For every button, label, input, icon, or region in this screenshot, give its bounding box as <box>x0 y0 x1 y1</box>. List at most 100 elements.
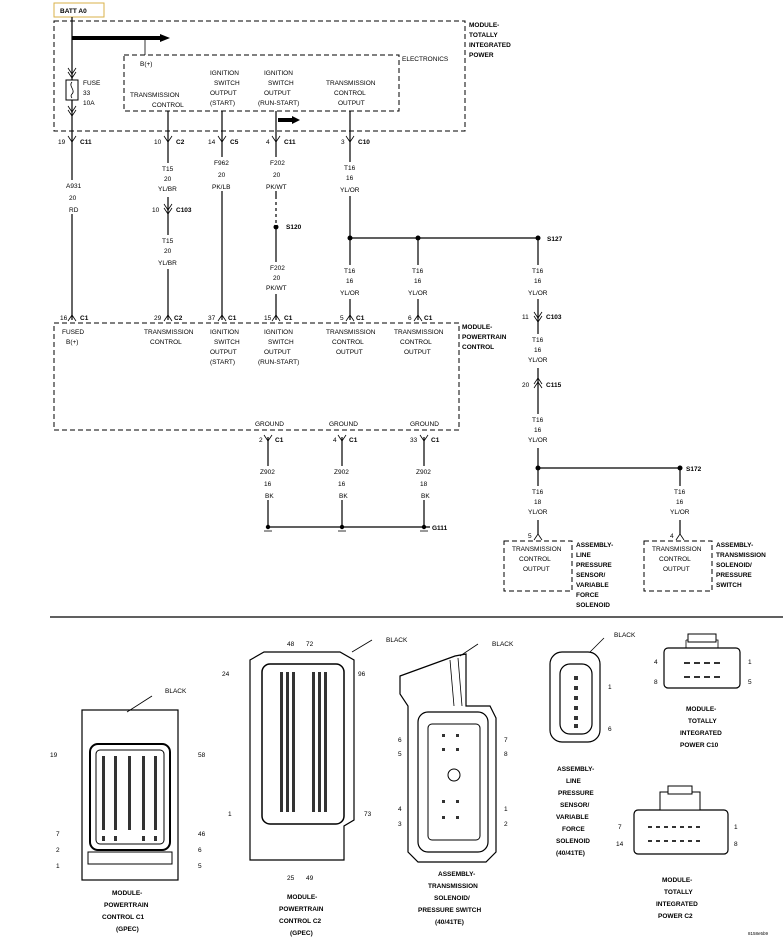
svg-text:YL/BR: YL/BR <box>158 260 177 267</box>
svg-text:(RUN-START): (RUN-START) <box>258 100 299 107</box>
svg-text:VARIABLE: VARIABLE <box>556 814 589 821</box>
svg-text:SOLENOID/: SOLENOID/ <box>434 895 470 902</box>
svg-text:BK: BK <box>339 493 348 500</box>
svg-text:T16: T16 <box>674 489 686 496</box>
svg-text:GROUND: GROUND <box>255 421 284 428</box>
svg-text:14: 14 <box>208 139 216 146</box>
c103b-conn: C103 <box>546 314 562 321</box>
svg-text:PRESSURE: PRESSURE <box>576 562 612 569</box>
svg-text:(START): (START) <box>210 359 235 366</box>
svg-text:SWITCH: SWITCH <box>268 339 294 346</box>
svg-text:POWERTRAIN: POWERTRAIN <box>279 906 324 913</box>
svg-text:1: 1 <box>608 684 612 691</box>
connector-tip-c2-view <box>633 785 729 855</box>
svg-text:16: 16 <box>338 481 346 488</box>
svg-text:C2: C2 <box>174 315 183 322</box>
svg-text:16: 16 <box>346 175 354 182</box>
svg-text:20: 20 <box>218 172 226 179</box>
svg-text:TOTALLY: TOTALLY <box>469 32 498 39</box>
svg-text:SWITCH: SWITCH <box>268 80 294 87</box>
svg-text:F962: F962 <box>214 160 229 167</box>
svg-text:B(+): B(+) <box>66 339 78 346</box>
svg-text:TRANSMISSION: TRANSMISSION <box>130 92 180 99</box>
svg-text:CONTROL: CONTROL <box>400 339 432 346</box>
connector-c2-view <box>249 639 373 861</box>
svg-text:SOLENOID: SOLENOID <box>556 838 590 845</box>
svg-text:46: 46 <box>198 831 206 838</box>
svg-text:T16: T16 <box>532 337 544 344</box>
svg-text:C1: C1 <box>80 315 89 322</box>
svg-text:PK/WT: PK/WT <box>266 184 287 191</box>
svg-text:10: 10 <box>154 139 162 146</box>
c2-color: BLACK <box>386 637 408 644</box>
pcm-name: MODULE- POWERTRAIN CONTROL <box>462 324 507 351</box>
svg-text:37: 37 <box>208 315 216 322</box>
svg-text:CONTROL: CONTROL <box>462 344 494 351</box>
svg-text:33: 33 <box>410 437 418 444</box>
fuse-icon <box>65 79 79 101</box>
sol-name: ASSEMBLY- TRANSMISSION SOLENOID/ PRESSUR… <box>418 871 482 926</box>
svg-text:CONTROL: CONTROL <box>150 339 182 346</box>
svg-text:C5: C5 <box>230 139 239 146</box>
tip-bplus-label: B(+) <box>140 61 152 68</box>
svg-text:Z902: Z902 <box>260 469 275 476</box>
svg-text:C2: C2 <box>176 139 185 146</box>
svg-text:4: 4 <box>398 806 402 813</box>
svg-text:OUTPUT: OUTPUT <box>210 349 237 356</box>
svg-text:1: 1 <box>504 806 508 813</box>
svg-text:(RUN-START): (RUN-START) <box>258 359 299 366</box>
connector-c10-view <box>663 633 741 689</box>
svg-text:FUSE: FUSE <box>83 80 101 87</box>
svg-text:BK: BK <box>265 493 274 500</box>
svg-text:(40/41TE): (40/41TE) <box>556 850 585 857</box>
assy1-pin: 5 <box>528 533 532 540</box>
svg-text:TRANSMISSION: TRANSMISSION <box>326 80 376 87</box>
svg-text:1: 1 <box>56 863 60 870</box>
svg-text:Z902: Z902 <box>334 469 349 476</box>
assy1-name: ASSEMBLY- LINE PRESSURE SENSOR/ VARIABLE… <box>576 542 613 609</box>
c103b-pin: 11 <box>522 314 529 321</box>
svg-text:OUTPUT: OUTPUT <box>338 100 365 107</box>
inline-connector-icon <box>163 203 173 215</box>
splice-s120-icon <box>273 224 279 230</box>
svg-text:4: 4 <box>266 139 270 146</box>
svg-text:7: 7 <box>56 831 60 838</box>
svg-text:TRANSMISSION: TRANSMISSION <box>394 329 444 336</box>
c10-name: MODULE- TOTALLY INTEGRATED POWER C10 <box>680 706 722 749</box>
svg-text:MODULE-: MODULE- <box>462 324 492 331</box>
c1-name: MODULE- POWERTRAIN CONTROL C1 (GPEC) <box>102 890 149 933</box>
svg-text:SWITCH: SWITCH <box>716 582 742 589</box>
svg-text:16: 16 <box>534 347 542 354</box>
svg-text:POWER C10: POWER C10 <box>680 742 719 749</box>
svg-text:T16: T16 <box>412 268 424 275</box>
svg-text:YL/OR: YL/OR <box>408 290 428 297</box>
svg-text:8: 8 <box>734 841 738 848</box>
svg-text:18: 18 <box>534 499 542 506</box>
svg-text:7: 7 <box>504 737 508 744</box>
svg-text:(40/41TE): (40/41TE) <box>435 919 464 926</box>
svg-text:MODULE-: MODULE- <box>469 22 499 29</box>
svg-text:F202: F202 <box>270 160 285 167</box>
svg-text:C1: C1 <box>424 315 433 322</box>
svg-text:VARIABLE: VARIABLE <box>576 582 609 589</box>
svg-text:IGNITION: IGNITION <box>210 70 239 77</box>
svg-text:16: 16 <box>676 499 684 506</box>
svg-text:PRESSURE: PRESSURE <box>558 790 594 797</box>
fuse-label: FUSE 33 10A <box>83 80 101 107</box>
svg-text:INTEGRATED: INTEGRATED <box>656 901 698 908</box>
svg-text:5: 5 <box>340 315 344 322</box>
svg-text:YL/OR: YL/OR <box>528 357 548 364</box>
svg-text:T15: T15 <box>162 238 174 245</box>
